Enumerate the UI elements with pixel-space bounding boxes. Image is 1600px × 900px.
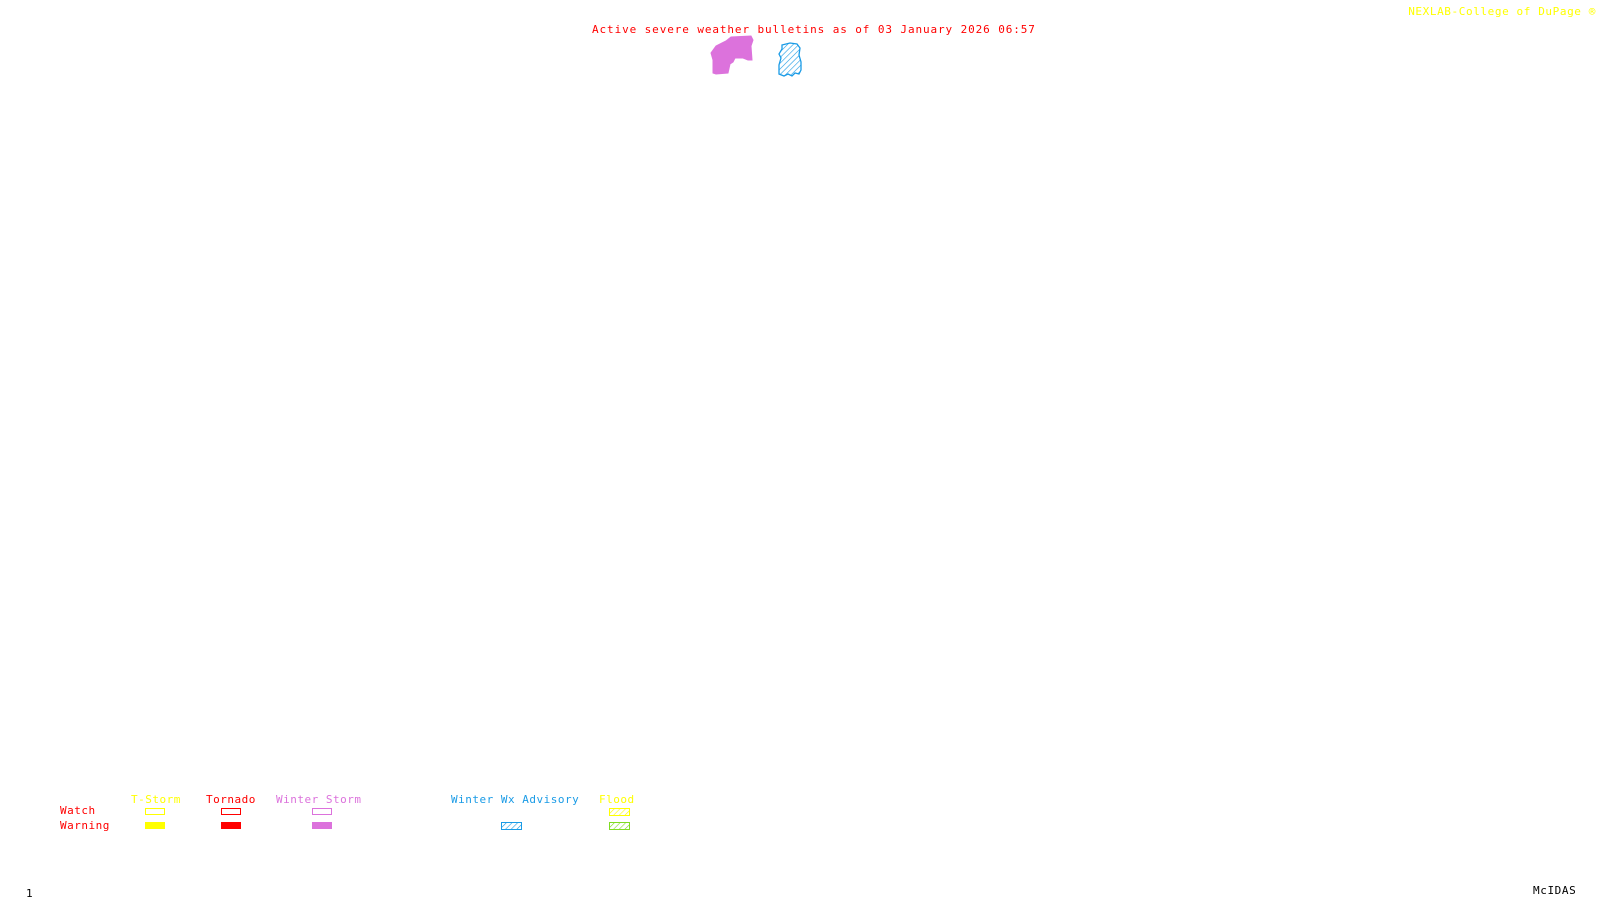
legend-header-tornado: Tornado — [206, 793, 256, 806]
software-label: McIDAS — [1533, 884, 1577, 897]
credit-text: NEXLAB-College of DuPage — [1408, 5, 1582, 18]
page-title: Active severe weather bulletins as of 03… — [592, 23, 1036, 36]
legend-row-label-watch: Watch — [60, 804, 96, 817]
legend-swatch-winter-wx-advisory — [501, 822, 522, 830]
legend-row-label-warning: Warning — [60, 819, 110, 832]
legend-header-flood: Flood — [599, 793, 635, 806]
legend-swatch-tornado-watch — [221, 808, 241, 815]
legend-header-tstorm: T-Storm — [131, 793, 181, 806]
legend-swatch-winter-storm-warning — [312, 822, 332, 829]
winter-wx-advisory-area — [778, 42, 802, 77]
legend-swatch-flood-warning — [609, 822, 630, 830]
legend-swatch-tstorm-watch — [145, 808, 165, 815]
frame-number: 1 — [26, 887, 34, 900]
registered-mark-icon: ® — [1588, 5, 1596, 18]
legend-header-winter-wx-advisory: Winter Wx Advisory — [451, 793, 580, 806]
legend-swatch-winter-storm-watch — [312, 808, 332, 815]
winter-storm-warning-area — [710, 35, 754, 75]
legend-header-winter-storm: Winter Storm — [276, 793, 362, 806]
legend-swatch-tstorm-warning — [145, 822, 165, 829]
legend-swatch-tornado-warning — [221, 822, 241, 829]
credit-label: NEXLAB-College of DuPage ® — [1408, 6, 1596, 17]
legend-swatch-flood-watch — [609, 808, 630, 816]
